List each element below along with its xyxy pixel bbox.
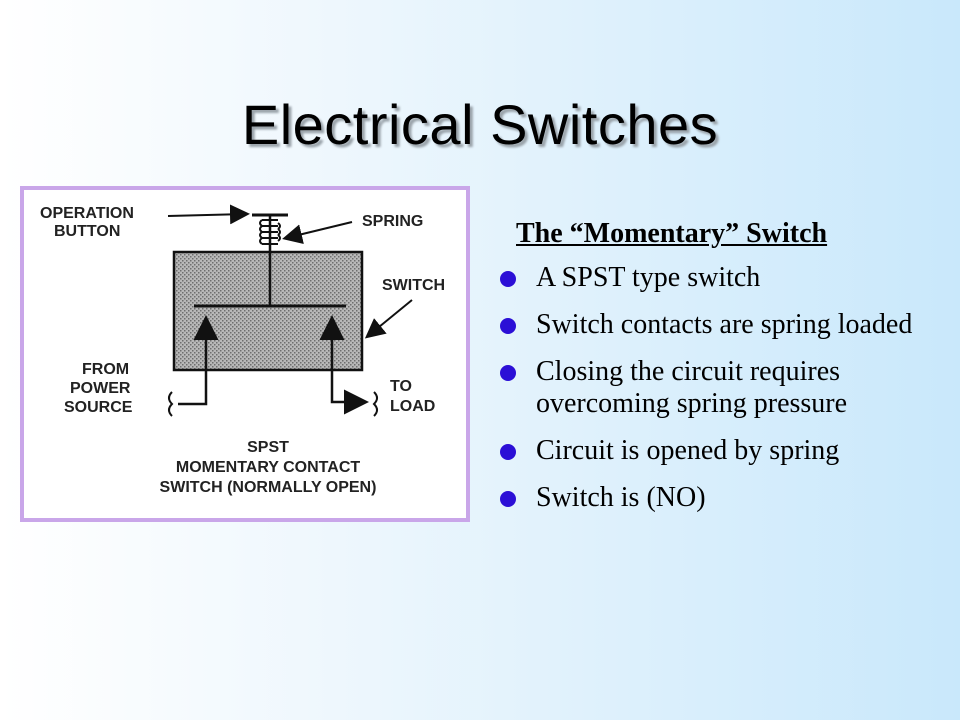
bullet-text: A SPST type switch [536, 262, 761, 293]
switch-diagram: OPERATION BUTTON SPRING SWITCH FROM POWE… [20, 186, 470, 522]
label-button: BUTTON [54, 223, 120, 240]
bullet-text: Circuit is opened by spring [536, 435, 840, 466]
left-brace [168, 391, 174, 417]
switch-leader [364, 299, 413, 339]
label-load: LOAD [390, 398, 435, 415]
label-switch: SWITCH [382, 277, 445, 294]
left-wire [178, 390, 208, 406]
bullet-dot-icon [500, 271, 516, 287]
operation-leader [167, 204, 250, 225]
text-panel: The “Momentary” Switch A SPST type switc… [494, 218, 954, 529]
list-item: Closing the circuit requires overcoming … [494, 356, 954, 420]
list-item: A SPST type switch [494, 262, 954, 294]
label-spring: SPRING [362, 213, 423, 230]
bullet-text: Switch is (NO) [536, 482, 706, 513]
spring-leader [282, 221, 353, 244]
label-source: SOURCE [64, 399, 133, 416]
list-item: Switch contacts are spring loaded [494, 309, 954, 341]
bullet-list: A SPST type switch Switch contacts are s… [494, 262, 954, 514]
caption-line-1: SPST [247, 439, 289, 456]
right-brace [372, 391, 378, 417]
bullet-dot-icon [500, 444, 516, 460]
caption-line-2: MOMENTARY CONTACT [176, 459, 361, 476]
diagram-svg: OPERATION BUTTON SPRING SWITCH FROM POWE… [40, 204, 445, 496]
bullet-dot-icon [500, 491, 516, 507]
slide-title: Electrical Switches [241, 93, 719, 156]
right-wire [330, 389, 369, 415]
bullet-dot-icon [500, 365, 516, 381]
bullet-dot-icon [500, 318, 516, 334]
bullet-text: Closing the circuit requires overcoming … [536, 356, 848, 419]
label-to: TO [390, 378, 412, 395]
bullet-text: Switch contacts are spring loaded [536, 309, 913, 340]
list-item: Switch is (NO) [494, 482, 954, 514]
label-operation: OPERATION [40, 205, 134, 222]
panel-heading: The “Momentary” Switch [516, 218, 828, 249]
list-item: Circuit is opened by spring [494, 435, 954, 467]
caption-line-3: SWITCH (NORMALLY OPEN) [160, 479, 377, 496]
label-from: FROM [82, 361, 129, 378]
label-power: POWER [70, 380, 131, 397]
switch-housing [172, 250, 364, 372]
